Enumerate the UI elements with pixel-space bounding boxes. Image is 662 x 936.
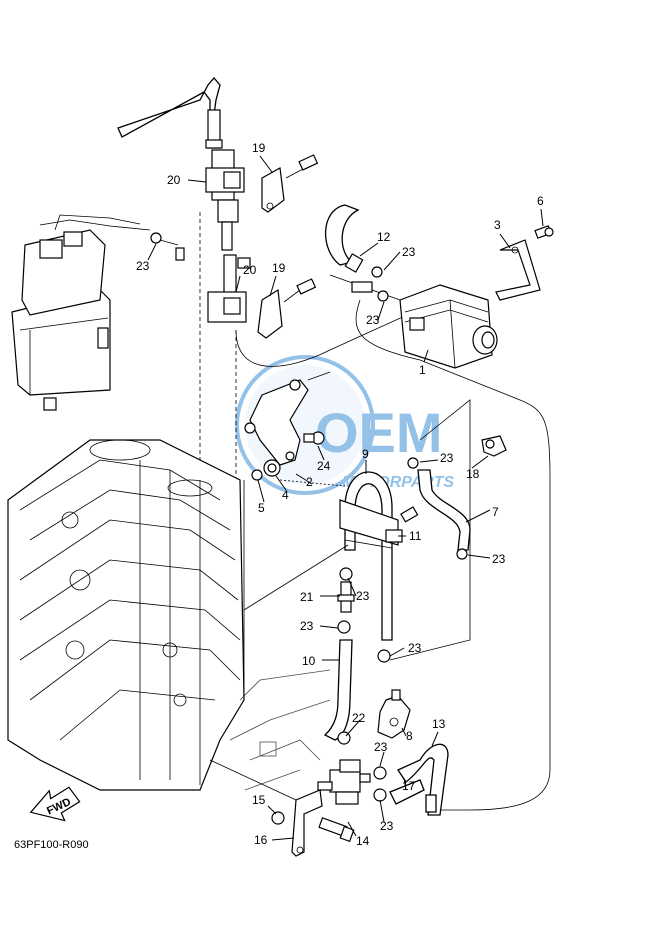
valve-14 (317, 759, 371, 805)
callout-10: 10 (302, 654, 316, 668)
hose-10 (323, 639, 353, 741)
hose-clamps-23-canister (351, 266, 389, 302)
callout-8: 8 (406, 729, 413, 743)
bracket-19-upper (261, 154, 319, 213)
callout-19-lower: 19 (272, 261, 286, 275)
callout-23-joint-lower: 23 (300, 619, 314, 633)
vent-pipe-top (117, 77, 223, 149)
callout-11: 11 (409, 529, 422, 543)
bolt-14 (318, 817, 355, 843)
callout-20-lower: 20 (243, 263, 257, 277)
callout-21: 21 (300, 590, 314, 604)
bracket-2 (244, 371, 331, 466)
callout-5: 5 (258, 501, 265, 515)
hose-clamp-23-topleft (150, 232, 185, 261)
nut-15 (271, 811, 285, 825)
grommet-4 (263, 459, 281, 477)
callout-3: 3 (494, 218, 501, 232)
leader-lines (147, 155, 544, 841)
callout-6: 6 (537, 194, 544, 208)
fwd-arrow-icon: FWD (29, 786, 81, 822)
hose-clamp-23-valve (377, 649, 391, 663)
callout-23-joint: 23 (356, 589, 370, 603)
callout-19-upper: 19 (252, 141, 266, 155)
hose-12 (324, 204, 364, 273)
callout-20-upper: 20 (167, 173, 181, 187)
fuel-filter-upper (205, 149, 245, 251)
bolt-6 (534, 225, 554, 239)
hose-17 (389, 779, 437, 813)
u-hose-9 (339, 471, 399, 641)
callout-12: 12 (377, 230, 391, 244)
lower-cowling (229, 669, 331, 791)
hose-clamp-23-lower-b (373, 788, 387, 802)
watermark-brand: OEM (315, 401, 443, 464)
clamp-18 (481, 435, 507, 457)
bracket-19-lower (257, 278, 317, 339)
callout-labels: 19 20 19 20 23 12 23 3 6 23 1 23 18 7 23… (136, 141, 544, 848)
vapor-separator-tank (11, 214, 151, 411)
callout-4: 4 (282, 488, 289, 502)
callout-18: 18 (466, 467, 480, 481)
callout-23-lower-b: 23 (380, 819, 394, 833)
callout-16: 16 (254, 833, 268, 847)
hose-clamp-23-mid (407, 457, 419, 469)
collar-5 (251, 469, 263, 481)
callout-9: 9 (362, 447, 369, 461)
joint-21 (337, 567, 355, 634)
callout-15: 15 (252, 793, 266, 807)
callout-23-valve: 23 (408, 641, 422, 655)
callout-23-lower-a: 23 (374, 740, 388, 754)
drawing-code: 63PF100-R090 (14, 839, 89, 851)
bracket-16 (291, 789, 323, 857)
fuel-filter-lower (207, 254, 251, 323)
hose-clamp-23-lower-a (373, 766, 387, 780)
callout-23-right: 23 (492, 552, 506, 566)
valve-8 (377, 689, 411, 739)
callout-23-mid: 23 (440, 451, 454, 465)
callout-24: 24 (317, 459, 331, 473)
charcoal-canister (399, 284, 498, 369)
hose-clamp-23-right (456, 548, 468, 560)
engine-block (7, 439, 245, 791)
callout-23-canister-b: 23 (366, 313, 380, 327)
bolt-24 (303, 431, 325, 445)
hose-7 (417, 469, 471, 551)
callout-22: 22 (352, 711, 366, 725)
callout-14: 14 (356, 834, 370, 848)
callout-2: 2 (306, 475, 313, 489)
callout-13: 13 (432, 717, 446, 731)
callout-7: 7 (492, 505, 499, 519)
callout-1: 1 (419, 363, 426, 377)
callout-23-canister-a: 23 (402, 245, 416, 259)
callout-17: 17 (402, 779, 416, 793)
callout-23-topleft: 23 (136, 259, 150, 273)
canister-bracket-3 (495, 239, 541, 301)
